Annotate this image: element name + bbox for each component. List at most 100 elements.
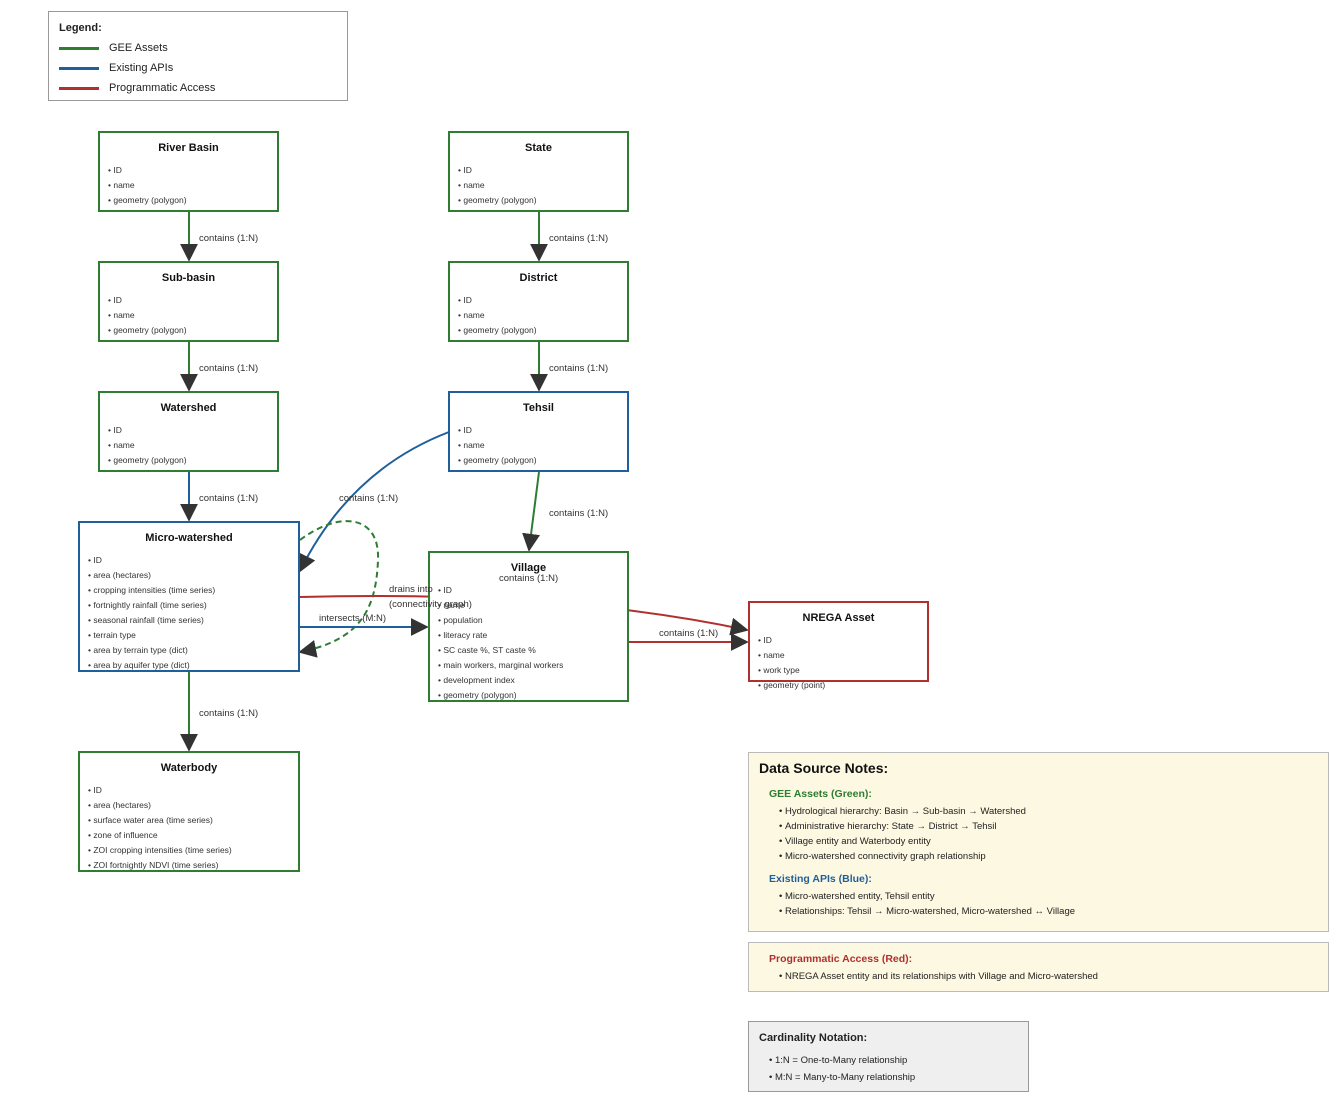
- legend-label: Existing APIs: [109, 62, 174, 74]
- entity-village: Village ID name population literacy rate…: [428, 551, 629, 702]
- attribute: geometry (polygon): [458, 323, 536, 338]
- attribute-list: ID name geometry (polygon): [458, 293, 537, 338]
- legend-title: Legend:: [59, 22, 102, 34]
- attribute: geometry (point): [758, 678, 825, 693]
- attribute: name: [458, 178, 537, 193]
- legend-swatch-green: [59, 47, 99, 50]
- attribute: development index: [438, 673, 563, 688]
- legend-label: GEE Assets: [109, 42, 168, 54]
- attribute-list: ID name work type geometry (point): [758, 633, 825, 693]
- attribute: ID: [458, 293, 537, 308]
- entity-title: Micro-watershed: [145, 532, 233, 544]
- attribute: ID: [108, 293, 187, 308]
- cardinality-list: 1:N = One-to-Many relationship M:N = Man…: [769, 1052, 915, 1086]
- attribute: ID: [438, 583, 563, 598]
- attribute: name: [108, 178, 187, 193]
- attribute: seasonal rainfall (time series): [88, 613, 215, 628]
- legend-swatch-blue: [59, 67, 99, 70]
- attribute-list: ID area (hectares) surface water area (t…: [88, 783, 232, 873]
- attribute: population: [438, 613, 563, 628]
- entity-watershed: Watershed ID name geometry (polygon): [98, 391, 279, 472]
- attribute: geometry (polygon): [108, 453, 186, 468]
- attribute-list: ID area (hectares) cropping intensities …: [88, 553, 215, 673]
- attribute: ID: [458, 163, 537, 178]
- note-item: NREGA Asset entity and its relationships…: [779, 969, 1098, 984]
- notes-title: Data Source Notes:: [759, 760, 889, 776]
- note-item: Administrative hierarchy: State → Distri…: [779, 819, 1026, 834]
- legend-label: Programmatic Access: [109, 82, 216, 94]
- edge-micro-self-loop: [298, 520, 380, 658]
- attribute: surface water area (time series): [88, 813, 232, 828]
- attribute: fortnightly rainfall (time series): [88, 598, 215, 613]
- notes-list-gee: Hydrological hierarchy: Basin → Sub-basi…: [779, 804, 1026, 864]
- attribute: terrain type: [88, 628, 215, 643]
- attribute: name: [458, 308, 537, 323]
- attribute-list: ID name geometry (polygon): [458, 423, 537, 468]
- entity-title: State: [525, 142, 552, 154]
- data-source-notes: Data Source Notes: GEE Assets (Green): H…: [748, 752, 1329, 932]
- attribute-list: ID name geometry (polygon): [458, 163, 537, 208]
- note-item: Micro-watershed connectivity graph relat…: [779, 849, 1026, 864]
- attribute: name: [758, 648, 825, 663]
- attribute: cropping intensities (time series): [88, 583, 215, 598]
- edge-label: intersects (M:N): [319, 613, 387, 624]
- edge-label: contains (1:N): [549, 508, 609, 519]
- attribute: geometry (polygon): [108, 323, 186, 338]
- edge-label: contains (1:N): [199, 708, 259, 719]
- cardinality-title: Cardinality Notation:: [759, 1032, 868, 1044]
- note-item: Micro-watershed entity, Tehsil entity: [779, 889, 1075, 904]
- attribute: ID: [758, 633, 825, 648]
- attribute-list: ID name geometry (polygon): [108, 163, 187, 208]
- attribute: ID: [88, 783, 232, 798]
- entity-waterbody: Waterbody ID area (hectares) surface wat…: [78, 751, 300, 872]
- attribute: geometry (polygon): [438, 688, 563, 703]
- attribute: geometry (polygon): [458, 193, 536, 208]
- attribute: area by terrain type (dict): [88, 643, 215, 658]
- edge-tehsil-village: [522, 471, 540, 552]
- cardinality-item: M:N = Many-to-Many relationship: [769, 1069, 915, 1086]
- entity-title: Village: [510, 562, 547, 574]
- attribute: ZOI fortnightly NDVI (time series): [88, 858, 232, 873]
- entity-sub-basin: Sub-basin ID name geometry (polygon): [98, 261, 279, 342]
- edge-label: contains (1:N): [339, 493, 399, 504]
- entity-nrega-asset: NREGA Asset ID name work type geometry (…: [748, 601, 929, 690]
- edge-tehsil-micro: [299, 431, 450, 573]
- attribute: literacy rate: [438, 628, 563, 643]
- attribute: area (hectares): [88, 798, 232, 813]
- attribute: ZOI cropping intensities (time series): [88, 843, 231, 858]
- attribute-list: ID name geometry (polygon): [108, 293, 187, 338]
- attribute: ID: [458, 423, 537, 438]
- attribute: geometry (polygon): [458, 453, 536, 468]
- entity-title: Waterbody: [160, 762, 218, 774]
- entity-title: Sub-basin: [161, 272, 216, 284]
- legend-swatch-red: [59, 87, 99, 90]
- edge-label: contains (1:N): [659, 628, 719, 639]
- notes-list-api: Micro-watershed entity, Tehsil entity Re…: [779, 889, 1075, 919]
- edge-label: contains (1:N): [499, 573, 559, 584]
- attribute: SC caste %, ST caste %: [438, 643, 563, 658]
- entity-title: Tehsil: [523, 402, 554, 414]
- attribute-list: ID name population literacy rate SC cast…: [438, 583, 563, 703]
- edge-label: (connectivity graph): [389, 599, 472, 610]
- entity-title: NREGA Asset: [802, 612, 875, 624]
- attribute: ID: [108, 423, 187, 438]
- edge-label: contains (1:N): [199, 233, 259, 244]
- entity-micro-watershed: Micro-watershed ID area (hectares) cropp…: [78, 521, 300, 672]
- attribute: area by aquifer type (dict): [88, 658, 215, 673]
- attribute: name: [108, 308, 187, 323]
- edge-label: contains (1:N): [549, 363, 609, 374]
- cardinality-notation: Cardinality Notation: 1:N = One-to-Many …: [748, 1021, 1029, 1092]
- notes-heading-api: Existing APIs (Blue):: [769, 873, 872, 885]
- note-item: Relationships: Tehsil → Micro-watershed,…: [779, 904, 1075, 919]
- entity-state: State ID name geometry (polygon): [448, 131, 629, 212]
- edge-label: contains (1:N): [199, 493, 259, 504]
- entity-district: District ID name geometry (polygon): [448, 261, 629, 342]
- note-item: Village entity and Waterbody entity: [779, 834, 1026, 849]
- edge-label: drains into: [389, 584, 433, 595]
- programmatic-access-notes: Programmatic Access (Red): NREGA Asset e…: [748, 942, 1329, 992]
- edge-label: contains (1:N): [199, 363, 259, 374]
- attribute: geometry (polygon): [108, 193, 186, 208]
- attribute: ID: [108, 163, 187, 178]
- attribute: name: [108, 438, 187, 453]
- note-item: Hydrological hierarchy: Basin → Sub-basi…: [779, 804, 1026, 819]
